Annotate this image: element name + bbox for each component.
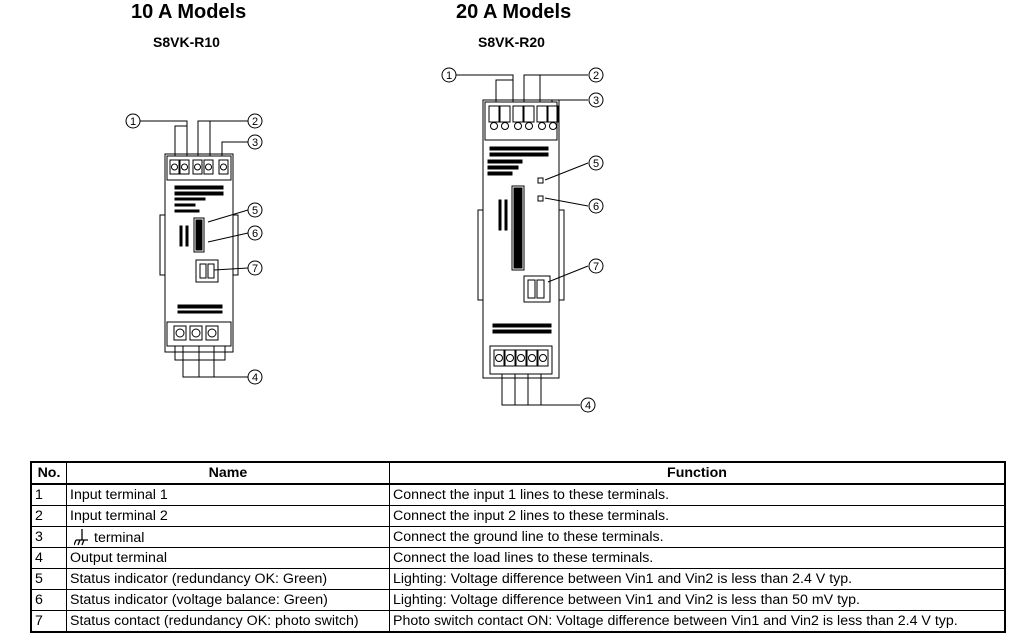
- callout-circle: [588, 92, 604, 108]
- cell-no: 4: [30, 547, 67, 569]
- model-code-20a: S8VK-R20: [478, 34, 545, 50]
- model-code-10a: S8VK-R10: [153, 34, 220, 50]
- cell-name: Status contact (redundancy OK: photo swi…: [66, 610, 390, 633]
- table-row: 4 Output terminal Connect the load lines…: [30, 547, 1006, 569]
- table-row: 7 Status contact (redundancy OK: photo s…: [30, 610, 1006, 633]
- callout-circle: [247, 369, 263, 385]
- header-name: Name: [66, 461, 390, 485]
- cell-function: Connect the input 2 lines to these termi…: [389, 505, 1006, 527]
- cell-function: Lighting: Voltage difference between Vin…: [389, 589, 1006, 611]
- cell-name: Status indicator (redundancy OK: Green): [66, 568, 390, 590]
- header-no: No.: [30, 461, 67, 485]
- cell-function: Connect the ground line to these termina…: [389, 526, 1006, 548]
- cell-function: Lighting: Voltage difference between Vin…: [389, 568, 1006, 590]
- callout-number: 3: [593, 95, 599, 107]
- callout-circle: [588, 258, 604, 274]
- callout-circle: [247, 113, 263, 129]
- callout-number: 7: [593, 261, 599, 273]
- callout-number: 6: [593, 201, 599, 213]
- table-row: 1 Input terminal 1 Connect the input 1 l…: [30, 483, 1006, 506]
- callout-number: 7: [252, 263, 258, 275]
- callout-circle: [247, 202, 263, 218]
- cell-name: Output terminal: [66, 547, 390, 569]
- cell-no: 1: [30, 483, 67, 506]
- model-title-20a: 20 A Models: [456, 1, 572, 23]
- callout-number: 1: [130, 116, 136, 128]
- header-function: Function: [389, 461, 1006, 485]
- callout-circle: [125, 113, 141, 129]
- cell-no: 6: [30, 589, 67, 611]
- cell-name: Input terminal 2: [66, 505, 390, 527]
- device-10a: [140, 120, 249, 378]
- callout-circle: [580, 397, 596, 413]
- cell-name: Input terminal 1: [66, 483, 390, 506]
- callout-number: 3: [252, 137, 258, 149]
- cell-name: Status indicator (voltage balance: Green…: [66, 589, 390, 611]
- callout-circle: [441, 67, 457, 83]
- table-row: 2 Input terminal 2 Connect the input 2 l…: [30, 505, 1006, 527]
- table-header-row: No. Name Function: [30, 461, 1006, 485]
- table-row: 3 terminal Connect the ground line to th…: [30, 526, 1006, 548]
- callout-number: 6: [252, 228, 258, 240]
- device-20a: [456, 74, 589, 406]
- cell-no: 7: [30, 610, 67, 633]
- callout-circle: [588, 67, 604, 83]
- callout-circle: [247, 134, 263, 150]
- device-drawings: 1 2 3 4 5 6 7 1 2 3 4 5 6 7: [125, 67, 604, 413]
- callout-circle: [588, 155, 604, 171]
- cell-function: Connect the input 1 lines to these termi…: [389, 483, 1006, 506]
- callouts-20a: 1 2 3 4 5 6 7: [441, 67, 604, 413]
- callout-circle: [247, 225, 263, 241]
- cell-function: Photo switch contact ON: Voltage differe…: [389, 610, 1006, 633]
- callout-number: 5: [593, 158, 599, 170]
- cell-no: 2: [30, 505, 67, 527]
- cell-no: 3: [30, 526, 67, 548]
- callout-number: 2: [593, 70, 599, 82]
- callout-circle: [588, 198, 604, 214]
- table-row: 6 Status indicator (voltage balance: Gre…: [30, 589, 1006, 611]
- callout-number: 5: [252, 205, 258, 217]
- cell-name: terminal: [66, 526, 390, 548]
- callout-number: 2: [252, 116, 258, 128]
- model-title-10a: 10 A Models: [131, 1, 247, 23]
- callout-number: 1: [446, 70, 452, 82]
- spec-table: No. Name Function 1 Input terminal 1 Con…: [30, 461, 1006, 633]
- cell-no: 5: [30, 568, 67, 590]
- ground-icon: [74, 529, 88, 546]
- callout-circle: [247, 260, 263, 276]
- cell-name-text: terminal: [94, 530, 145, 546]
- cell-function: Connect the load lines to these terminal…: [389, 547, 1006, 569]
- table-row: 5 Status indicator (redundancy OK: Green…: [30, 568, 1006, 590]
- callout-number: 4: [252, 372, 258, 384]
- callouts-10a: 1 2 3 4 5 6 7: [125, 113, 263, 385]
- callout-number: 4: [585, 400, 591, 412]
